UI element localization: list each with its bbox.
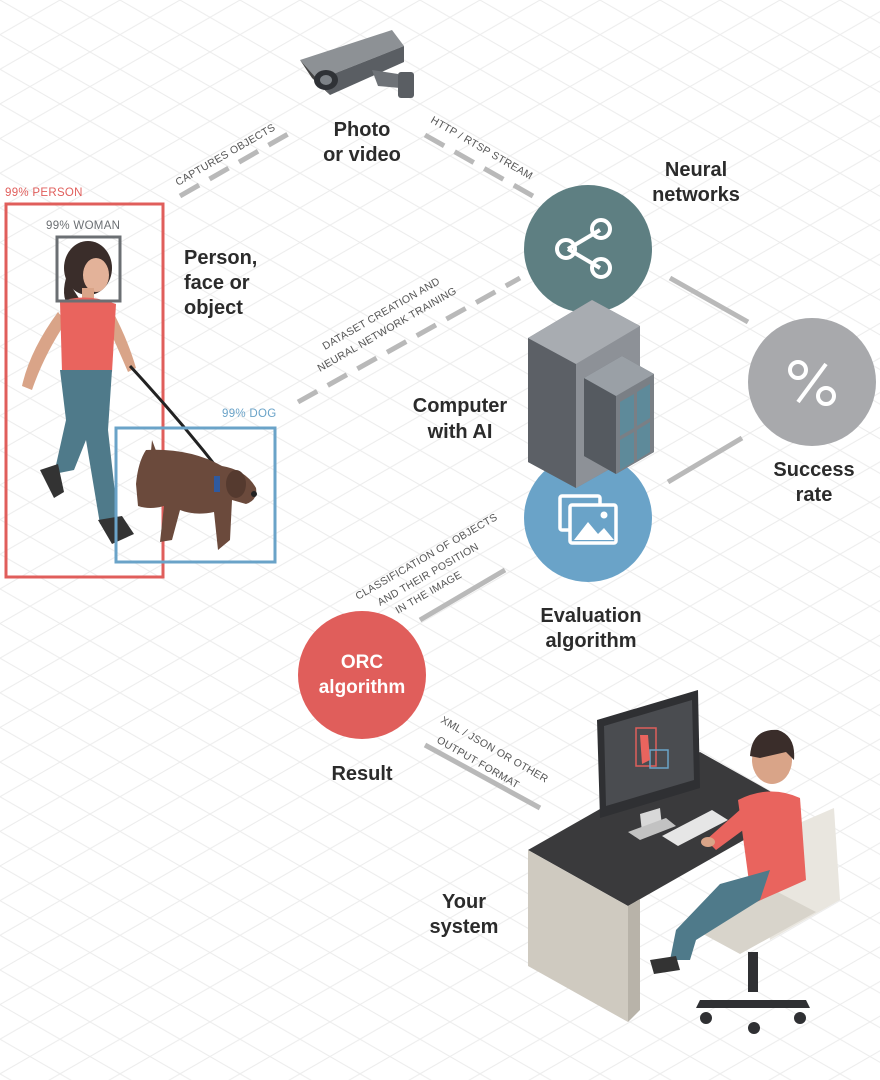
label-person-face-object: Person, face or object	[184, 247, 257, 319]
label-evaluation-algorithm: Evaluation algorithm	[540, 605, 641, 652]
dog-figure	[136, 440, 257, 550]
detection-label-woman: 99% WOMAN	[46, 220, 120, 232]
label-neural-networks: Neural networks	[652, 159, 740, 206]
connectors	[178, 127, 750, 811]
detection-label-dog: 99% DOG	[222, 408, 277, 420]
svg-text:ORC: ORC	[341, 652, 384, 673]
svg-text:Computer: Computer	[413, 395, 508, 417]
svg-text:algorithm: algorithm	[319, 677, 406, 698]
security-camera-icon	[300, 30, 414, 98]
svg-text:Your: Your	[442, 891, 486, 913]
svg-text:algorithm: algorithm	[545, 630, 636, 652]
label-your-system: Your system	[430, 891, 499, 938]
svg-text:system: system	[430, 916, 499, 938]
person-bounding-box	[4, 202, 165, 579]
label-result: Result	[331, 763, 392, 785]
success-rate-node	[748, 318, 876, 446]
neural-networks-node	[524, 185, 652, 313]
svg-text:Photo: Photo	[334, 119, 391, 141]
woman-detection: 99% WOMAN	[46, 220, 122, 303]
dog-detection: 99% DOG	[114, 408, 277, 564]
svg-text:Person,: Person,	[184, 247, 257, 269]
orc-algorithm-node: ORC algorithm	[298, 611, 426, 739]
svg-text:rate: rate	[796, 484, 833, 506]
svg-text:networks: networks	[652, 184, 740, 206]
share-icon	[555, 218, 612, 279]
svg-text:with AI: with AI	[427, 421, 493, 443]
detection-label-person: 99% PERSON	[5, 187, 83, 199]
desk-workstation	[528, 690, 800, 1022]
user-figure	[650, 729, 840, 1034]
svg-text:object: object	[184, 297, 243, 319]
label-success-rate: Success rate	[773, 459, 854, 506]
percent-icon	[788, 360, 836, 406]
woman-bounding-box	[55, 235, 122, 303]
svg-text:Result: Result	[331, 763, 392, 785]
person-detection: 99% PERSON	[4, 187, 165, 579]
label-photo-video: Photo or video	[323, 119, 401, 166]
image-gallery-icon	[558, 494, 618, 545]
svg-text:face or: face or	[184, 272, 250, 294]
server-rack-icon	[528, 300, 654, 488]
svg-text:or video: or video	[323, 144, 401, 166]
svg-text:Evaluation: Evaluation	[540, 605, 641, 627]
label-computer-ai: Computer with AI	[413, 395, 508, 443]
svg-text:Success: Success	[773, 459, 854, 481]
dog-bounding-box	[114, 426, 277, 564]
svg-text:Neural: Neural	[665, 159, 727, 181]
